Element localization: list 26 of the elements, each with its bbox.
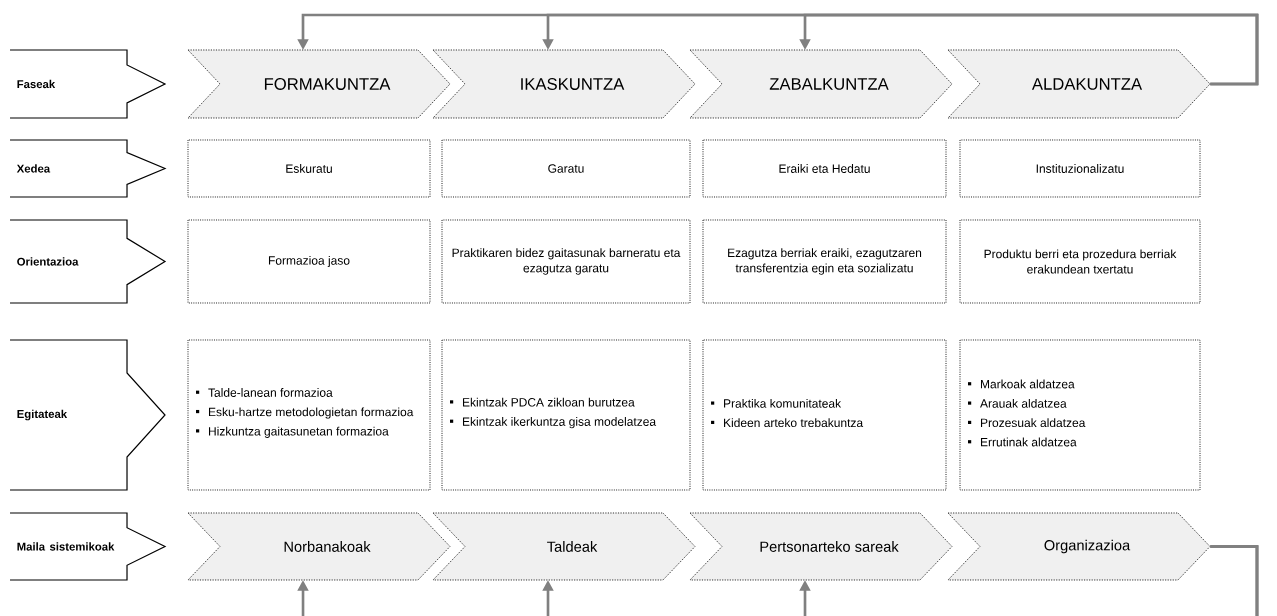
bullet-list-box: Talde-lanean formazioa Esku-hartze metodologietan formazioa Hizkuntza gaitasunetan formazioa [187,339,431,491]
text-box: Instituzionalizatu [959,139,1201,198]
row-header-tab: Egitateak [9,339,166,491]
row-header-tab: Faseak [9,49,167,119]
text-box: Garatu [441,139,691,198]
phase-band: ALDAKUNTZA [947,49,1211,119]
bullet-list-box: Praktika komunitateak Kideen arteko trebakuntza [702,339,947,491]
text-box: Eraiki eta Hedatu [702,139,947,198]
bullet-list-box: Ekintzak PDCA zikloan burutzea Ekintzak ikerkuntza gisa modelatzea [441,339,691,491]
phase-band: ZABALKUNTZA [689,49,953,119]
text-box: Formazioa jaso [187,219,431,304]
feedback-arrow [799,545,1259,616]
phase-band: Taldeak [432,512,696,581]
text-box: Eskuratu [187,139,431,198]
bullet-list-box: Markoak aldatzea Arauak aldatzea Prozesuak aldatzea Errutinak aldatzea [959,339,1201,491]
phase-band: Organizazioa [947,512,1211,581]
row-header-tab: Orientazioa [9,219,167,304]
phase-band: Pertsonarteko sareak [689,512,953,581]
phase-band: IKASKUNTZA [432,49,696,119]
text-box: Praktikaren bidez gaitasunak barneratu eta ezagutza garatu [441,219,691,304]
row-header-tab: Xedea [9,139,167,198]
row-header-tab: Maila sistemikoak [9,512,167,581]
text-box: Ezagutza berriak eraiki, ezagutzaren transferentzia egin eta sozializatu [702,219,947,304]
phase-band: FORMAKUNTZA [187,49,451,119]
phase-band: Norbanakoak [187,512,451,581]
text-box: Produktu berri eta prozedura berriak erakundean txertatu [959,219,1201,304]
